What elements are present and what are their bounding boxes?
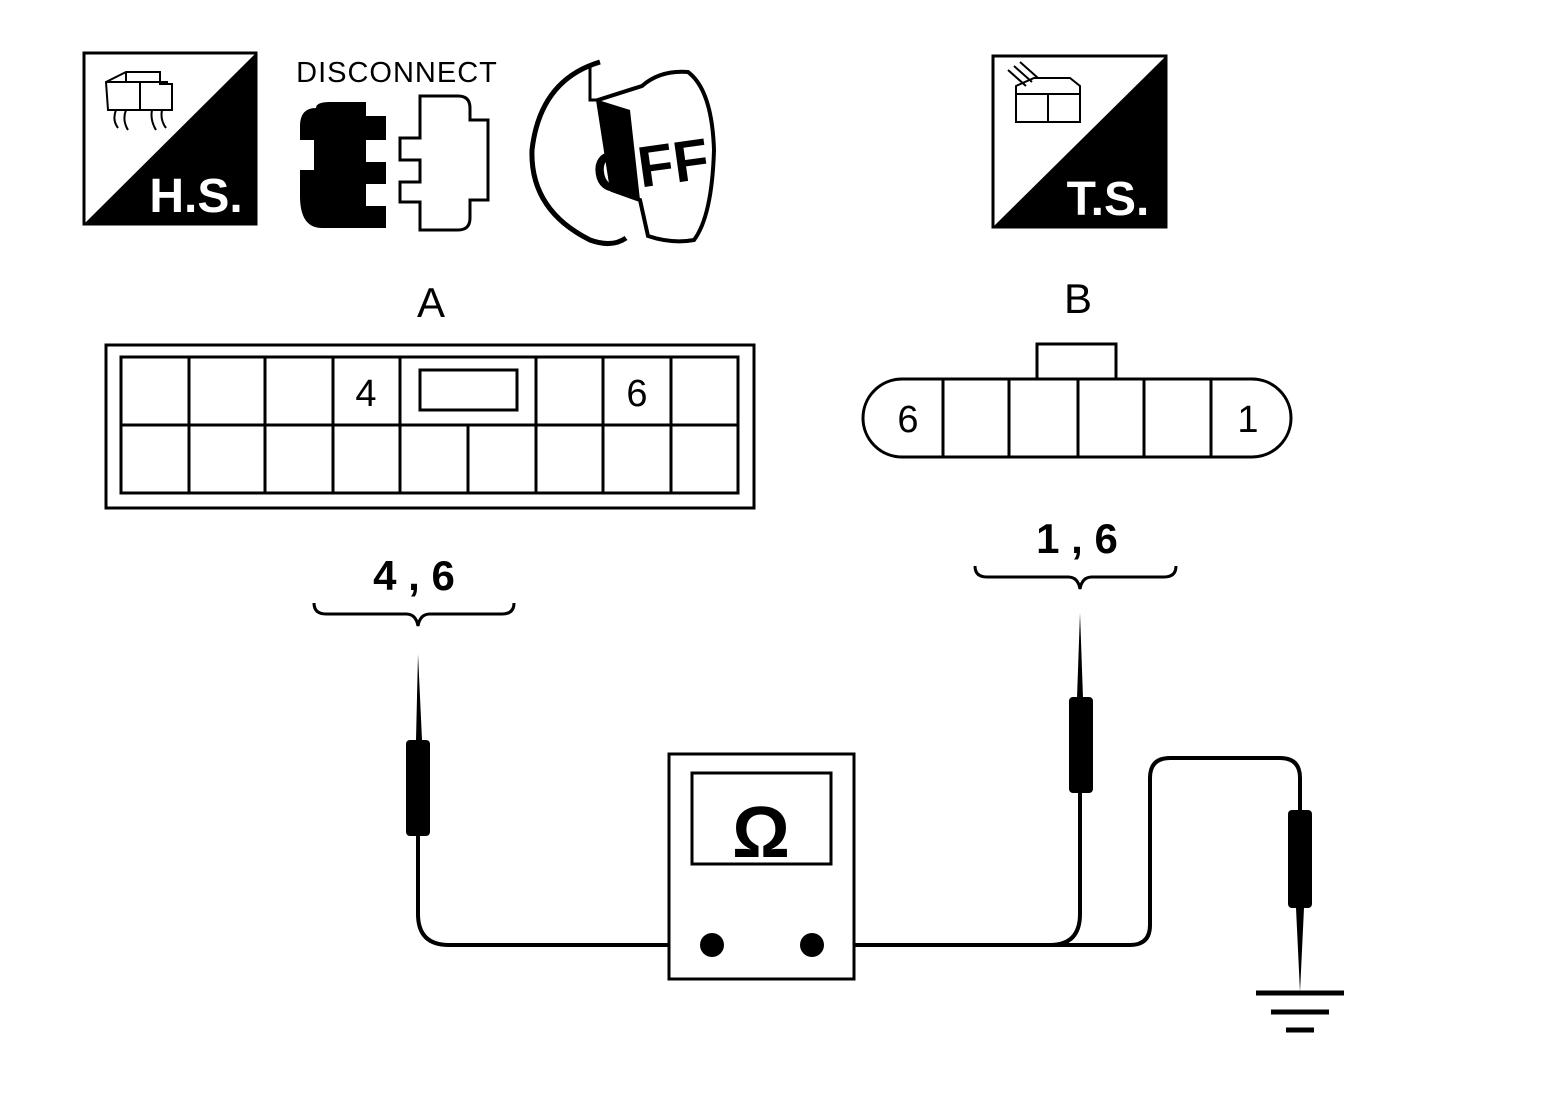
ground-symbol	[1256, 990, 1344, 1033]
terminal-side-icon: T.S.	[991, 54, 1168, 229]
disconnect-label: DISCONNECT	[296, 57, 498, 89]
connector-a-brace	[312, 602, 516, 627]
harness-side-icon: H.S.	[82, 51, 258, 226]
connector-a-label: A	[417, 279, 445, 326]
left-test-probe	[406, 654, 712, 947]
connector-a-pin-6: 6	[626, 373, 647, 415]
meter-positive-terminal	[800, 933, 824, 957]
terminal-side-label: T.S.	[1067, 173, 1150, 226]
connector-b-pin-6: 6	[897, 399, 918, 441]
ignition-off-label: OFF	[589, 126, 713, 207]
connector-b-probe-pins: 1 , 6	[1036, 515, 1118, 562]
connector-b: B 6 1	[861, 275, 1293, 459]
connector-b-label: B	[1064, 275, 1092, 322]
ground-lead	[812, 756, 1312, 992]
connector-b-pin-1: 1	[1237, 399, 1258, 441]
ohm-symbol: Ω	[732, 793, 790, 873]
connector-a-probe-pins: 4 , 6	[373, 552, 455, 599]
disconnect-icon: DISCONNECT	[296, 57, 498, 232]
connector-a: A 4 6	[104, 279, 756, 510]
ohmmeter: Ω	[667, 752, 856, 981]
ignition-off-icon: OFF	[529, 59, 717, 246]
connector-a-pin-4: 4	[355, 373, 376, 415]
harness-side-label: H.S.	[149, 170, 242, 223]
meter-negative-terminal	[700, 933, 724, 957]
connector-b-brace	[973, 565, 1178, 590]
